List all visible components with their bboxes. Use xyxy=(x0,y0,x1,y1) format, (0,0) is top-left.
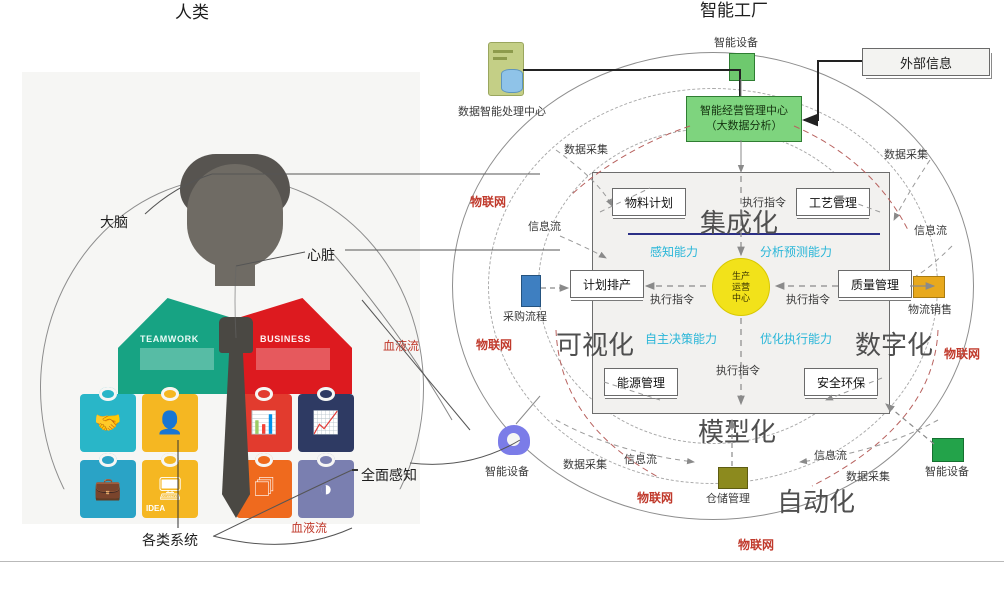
data-collection-br: 数据采集 xyxy=(846,471,890,483)
puzzle-idea-screen: 🖥 IDEA xyxy=(142,453,198,518)
label-heart: 心脏 xyxy=(307,249,335,264)
integration-underline xyxy=(628,233,880,235)
growth-arrow-icon: 📈 xyxy=(312,410,340,435)
warehouse-device-icon[interactable] xyxy=(718,467,748,489)
data-collection-bl: 数据采集 xyxy=(563,459,607,471)
callout-systems-arc xyxy=(212,527,353,545)
info-flow-tr: 信息流 xyxy=(914,225,947,237)
neck-shape xyxy=(215,252,255,286)
puzzle-handshake: 🤝 xyxy=(80,387,136,452)
box-energy-mgmt[interactable]: 能源管理 xyxy=(604,368,678,396)
label-systems: 各类系统 xyxy=(142,534,198,549)
server-icon xyxy=(488,42,524,96)
execute-cmd-left: 执行指令 xyxy=(650,294,694,306)
capability-optimized-execution: 优化执行能力 xyxy=(760,332,833,346)
puzzle-briefcase: 💼 xyxy=(80,453,136,518)
core-line-3: 中心 xyxy=(731,292,750,303)
outer-ring xyxy=(452,52,974,520)
box-material-plan[interactable]: 物料计划 xyxy=(612,188,686,216)
pillar-integration: 集成化 xyxy=(700,209,779,238)
presenter-icon: 👤 xyxy=(156,410,184,435)
puzzle-clock: ◑ xyxy=(298,453,354,518)
capability-autonomous-decision: 自主决策能力 xyxy=(645,332,718,346)
info-flow-bl: 信息流 xyxy=(624,454,657,466)
capability-analysis-prediction: 分析预测能力 xyxy=(760,245,833,259)
execute-cmd-bottom: 执行指令 xyxy=(716,365,760,377)
human-title: 人类 xyxy=(175,3,209,22)
smart-device-top-icon[interactable] xyxy=(729,53,755,81)
box-quality-mgmt[interactable]: 质量管理 xyxy=(838,270,912,298)
box-plan-scheduling[interactable]: 计划排产 xyxy=(570,270,644,298)
bar-chart-icon: 📊 xyxy=(250,410,278,435)
pillar-modelization: 模型化 xyxy=(698,418,777,447)
label-blood-flow-lower: 血液流 xyxy=(291,521,328,535)
human-panel: 🤝 👤 📊 📈 💼 🖥 IDEA 🗇 ◑ xyxy=(22,72,424,524)
smart-device-top-label: 智能设备 xyxy=(714,37,758,49)
diagram-canvas: 人类 智能工厂 🤝 👤 📊 📈 💼 🖥 IDEA 🗇 ◑ 大脑 心脏 各类系统 … xyxy=(0,0,1004,566)
execute-cmd-right: 执行指令 xyxy=(786,294,830,306)
data-center-label: 数据智能处理中心 xyxy=(458,106,546,118)
puzzle-growth-arrow: 📈 xyxy=(298,387,354,452)
iot-label-r: 物联网 xyxy=(944,347,981,361)
production-operation-center[interactable]: 生产 运营 中心 xyxy=(712,258,770,316)
smart-device-bottom-left-label: 智能设备 xyxy=(485,466,529,478)
tie-knot xyxy=(219,317,253,353)
pillar-automation: 自动化 xyxy=(777,488,856,517)
core-line-2: 运营 xyxy=(731,281,750,292)
bottom-divider xyxy=(0,561,1004,562)
smart-management-center[interactable]: 智能经营管理中心 （大数据分析） xyxy=(686,96,802,142)
pillar-digitalization: 数字化 xyxy=(855,331,934,360)
monitor-icon: 🖥 xyxy=(156,476,184,501)
data-collection-tr: 数据采集 xyxy=(884,149,928,161)
briefcase-icon: 💼 xyxy=(94,476,122,501)
label-brain: 大脑 xyxy=(100,216,128,231)
procurement-label: 采购流程 xyxy=(503,311,547,323)
smart-device-fan-icon[interactable] xyxy=(498,425,530,455)
mgmt-line-1: 智能经营管理中心 xyxy=(700,105,788,117)
label-full-perception: 全面感知 xyxy=(361,469,417,484)
data-collection-tl: 数据采集 xyxy=(564,144,608,156)
procurement-device-icon[interactable] xyxy=(521,275,541,307)
iot-label-tl: 物联网 xyxy=(470,195,507,209)
execute-cmd-top: 执行指令 xyxy=(742,197,786,209)
external-info-box[interactable]: 外部信息 xyxy=(862,48,990,76)
warehouse-label: 仓储管理 xyxy=(706,493,750,505)
pillar-visualization: 可视化 xyxy=(556,331,635,360)
core-line-1: 生产 xyxy=(731,270,750,281)
shoulder-left-teamwork xyxy=(118,298,236,394)
factory-title: 智能工厂 xyxy=(700,1,768,20)
box-process-mgmt[interactable]: 工艺管理 xyxy=(796,188,870,216)
iot-label-bottom: 物联网 xyxy=(738,538,775,552)
clock-icon: ◑ xyxy=(319,476,333,501)
info-flow-tl: 信息流 xyxy=(528,221,561,233)
smart-device-bottom-right-label: 智能设备 xyxy=(925,466,969,478)
mgmt-line-2: （大数据分析） xyxy=(705,120,783,132)
capability-perception: 感知能力 xyxy=(650,245,699,259)
info-flow-br: 信息流 xyxy=(814,450,847,462)
logistics-label: 物流销售 xyxy=(908,304,952,316)
box-safety-env[interactable]: 安全环保 xyxy=(804,368,878,396)
handshake-icon: 🤝 xyxy=(94,410,122,435)
logistics-device-icon[interactable] xyxy=(913,276,945,298)
idea-caption: IDEA xyxy=(146,504,166,513)
iot-label-b: 物联网 xyxy=(637,491,674,505)
label-blood-flow-upper: 血液流 xyxy=(383,339,420,353)
iot-label-l: 物联网 xyxy=(476,338,513,352)
puzzle-presenter: 👤 xyxy=(142,387,198,452)
smart-device-bottom-right-icon[interactable] xyxy=(932,438,964,462)
